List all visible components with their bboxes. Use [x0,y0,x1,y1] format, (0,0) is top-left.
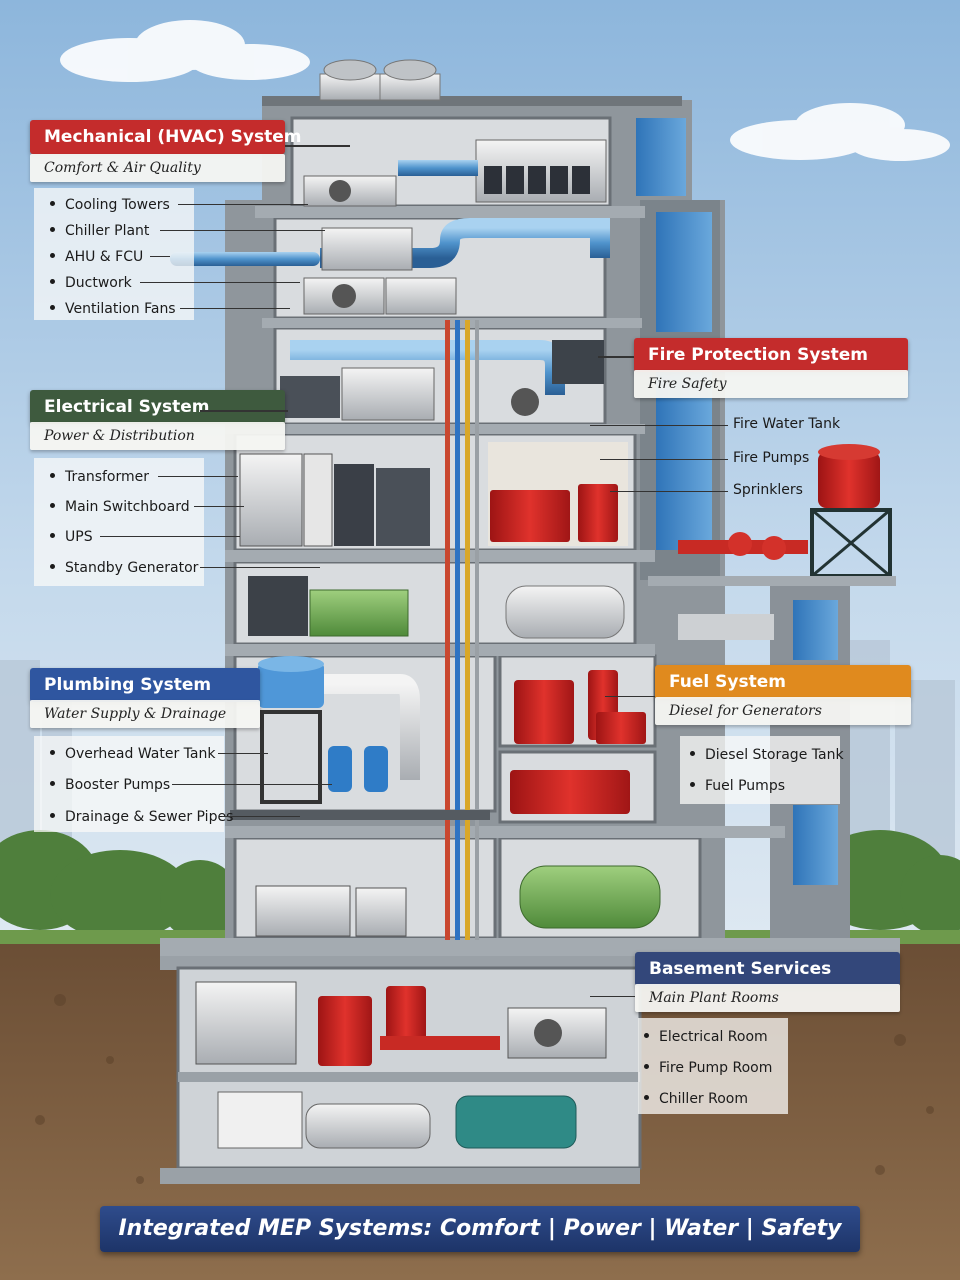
electrical-item-transformer: Transformer [50,468,149,486]
electrical-item-generator: Standby Generator [50,559,198,577]
hvac-item-ventilation-fans: Ventilation Fans [50,300,176,318]
fuel-leader-line [605,696,655,697]
plumbing-leader-2 [172,784,332,785]
basement-item-electrical-room: Electrical Room [644,1028,768,1046]
hvac-item-cooling-towers: Cooling Towers [50,196,170,214]
basement-item-fire-pump-room: Fire Pump Room [644,1059,772,1077]
fire-leader-1 [590,425,728,426]
fuel-item-list [680,736,840,804]
electrical-item-list [34,458,204,586]
plumbing-section-header: Plumbing System [30,668,260,702]
hvac-item-ductwork: Ductwork [50,274,132,292]
fire-item-sprinklers: Sprinklers [733,482,803,498]
hvac-leader-line [285,145,350,147]
fire-item-pumps: Fire Pumps [733,450,810,466]
fuel-section-subtitle: Diesel for Generators [655,697,911,725]
hvac-section-header: Mechanical (HVAC) System [30,120,301,154]
fuel-section-header: Fuel System [655,665,911,699]
hvac-item-chiller-plant: Chiller Plant [50,222,149,240]
basement-section-header: Basement Services [635,952,900,986]
electrical-section-subtitle: Power & Distribution [30,422,285,450]
basement-item-chiller-room: Chiller Room [644,1090,748,1108]
fire-section-subtitle: Fire Safety [634,370,908,398]
plumbing-item-booster-pumps: Booster Pumps [50,776,170,794]
electrical-leader-3 [100,536,240,537]
hvac-leader-5 [180,308,290,309]
hvac-leader-2 [160,230,325,231]
plumbing-leader-3 [222,816,300,817]
electrical-section-header: Electrical System [30,390,285,424]
fuel-item-diesel-tank: Diesel Storage Tank [690,746,844,764]
plumbing-leader-1 [218,753,268,754]
electrical-leader-4 [200,567,320,568]
basement-section-subtitle: Main Plant Rooms [635,984,900,1012]
plumbing-item-overhead-tank: Overhead Water Tank [50,745,215,763]
fire-leader-2 [600,459,728,460]
footer-banner: Integrated MEP Systems: Comfort | Power … [100,1206,860,1252]
fire-leader-line [598,356,634,358]
electrical-leader-2 [194,506,244,507]
hvac-section-subtitle: Comfort & Air Quality [30,154,285,182]
basement-item-list [638,1018,788,1114]
hvac-item-list [34,188,194,320]
hvac-leader-4 [140,282,300,283]
electrical-leader-1 [158,476,238,477]
fire-item-water-tank: Fire Water Tank [733,416,841,432]
fire-leader-3 [610,491,728,492]
plumbing-section-subtitle: Water Supply & Drainage [30,700,260,728]
hvac-leader-1 [178,204,308,205]
electrical-item-ups: UPS [50,528,93,546]
electrical-leader-line [200,410,288,412]
hvac-leader-3 [150,256,170,257]
fuel-item-pumps: Fuel Pumps [690,777,785,795]
basement-leader-line [590,996,635,997]
hvac-item-ahu-fcu: AHU & FCU [50,248,143,266]
plumbing-item-drainage: Drainage & Sewer Pipes [50,808,233,826]
electrical-item-switchboard: Main Switchboard [50,498,190,516]
fire-section-header: Fire Protection System [634,338,908,372]
